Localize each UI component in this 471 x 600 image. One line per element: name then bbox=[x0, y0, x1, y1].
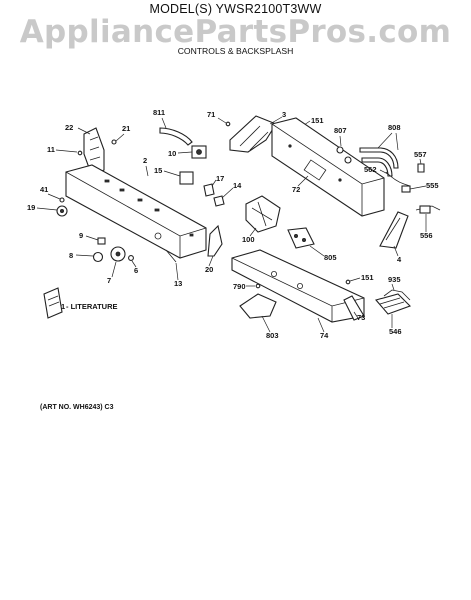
part-790-screw bbox=[255, 283, 261, 289]
callout-1: 1 bbox=[61, 302, 65, 311]
callout-10: 10 bbox=[168, 149, 176, 158]
watermark: AppliancePartsPros.com bbox=[19, 14, 452, 50]
part-808-hoses bbox=[359, 147, 399, 177]
callout-790: 790 bbox=[233, 282, 246, 291]
part-10-switch bbox=[191, 145, 207, 159]
part-556-harness bbox=[415, 205, 441, 214]
part-9-clip bbox=[97, 237, 106, 245]
callout-557: 557 bbox=[414, 150, 427, 159]
callout-21: 21 bbox=[122, 124, 130, 133]
callout-808: 808 bbox=[388, 123, 401, 132]
callout-22: 22 bbox=[65, 123, 73, 132]
callout-14: 14 bbox=[233, 181, 242, 190]
callout-546: 546 bbox=[389, 327, 402, 336]
callout-805: 805 bbox=[324, 253, 337, 262]
part-1-literature bbox=[43, 287, 63, 319]
part-21-screw bbox=[111, 139, 117, 145]
callout-811: 811 bbox=[153, 108, 165, 117]
callout-151b: 151 bbox=[361, 273, 374, 282]
callout-9: 9 bbox=[79, 231, 83, 240]
callout-72: 72 bbox=[292, 185, 300, 194]
part-73-bracket bbox=[343, 295, 365, 321]
part-151b-screw bbox=[345, 279, 351, 285]
part-100-timer bbox=[245, 195, 281, 233]
part-7-dial bbox=[110, 246, 126, 262]
callout-71: 71 bbox=[207, 110, 215, 119]
part-19-knob bbox=[56, 205, 68, 217]
part-803-bracket bbox=[239, 293, 277, 319]
part-3-end-cap bbox=[229, 115, 277, 153]
callout-807: 807 bbox=[334, 126, 347, 135]
callout-556: 556 bbox=[420, 231, 433, 240]
callout-151a: 151 bbox=[311, 116, 324, 125]
part-4-end-bracket bbox=[379, 211, 409, 249]
literature-label: - LITERATURE bbox=[66, 302, 118, 311]
callout-7: 7 bbox=[107, 276, 111, 285]
callout-17: 17 bbox=[216, 174, 224, 183]
callout-19: 19 bbox=[27, 203, 35, 212]
callout-41: 41 bbox=[40, 185, 48, 194]
part-2-control-panel bbox=[65, 164, 207, 259]
part-13-rod bbox=[165, 249, 177, 263]
callout-562: 562 bbox=[364, 165, 377, 174]
part-71-screw bbox=[225, 121, 231, 127]
callout-935: 935 bbox=[388, 275, 401, 284]
callout-74: 74 bbox=[320, 331, 329, 340]
callout-100: 100 bbox=[242, 235, 255, 244]
part-8-knob bbox=[92, 251, 104, 263]
part-811-hose bbox=[159, 127, 193, 146]
part-555-sensor bbox=[401, 185, 411, 193]
part-546-harness-block bbox=[375, 293, 411, 315]
section-subtitle: CONTROLS & BACKSPLASH bbox=[177, 46, 294, 56]
art-number: (ART NO. WH6243) C3 bbox=[40, 404, 114, 411]
part-22-bracket bbox=[83, 127, 105, 177]
part-72-backsplash bbox=[271, 117, 385, 217]
part-17-switch bbox=[203, 183, 215, 197]
callout-4: 4 bbox=[397, 255, 402, 264]
callout-11: 11 bbox=[47, 145, 55, 154]
part-6-nut bbox=[128, 255, 134, 261]
callout-2: 2 bbox=[143, 156, 147, 165]
callout-6: 6 bbox=[134, 266, 138, 275]
callout-15: 15 bbox=[154, 166, 162, 175]
part-805-valve bbox=[287, 227, 315, 249]
callout-3: 3 bbox=[282, 110, 286, 119]
callout-555: 555 bbox=[426, 181, 439, 190]
part-14-knob bbox=[213, 195, 225, 207]
model-title: MODEL(S) YWSR2100T3WW bbox=[149, 2, 322, 16]
part-807-fittings bbox=[336, 146, 352, 164]
callout-803: 803 bbox=[266, 331, 279, 340]
callout-13: 13 bbox=[174, 279, 182, 288]
part-15-relay bbox=[179, 171, 194, 185]
part-20-end-trim bbox=[207, 224, 223, 257]
callout-20: 20 bbox=[205, 265, 213, 274]
part-41-screw bbox=[59, 197, 65, 203]
callout-8: 8 bbox=[69, 251, 73, 260]
part-935-wire bbox=[383, 289, 411, 301]
callout-73: 73 bbox=[357, 313, 365, 322]
part-557-clip bbox=[417, 163, 425, 173]
part-11-screw bbox=[77, 150, 83, 156]
